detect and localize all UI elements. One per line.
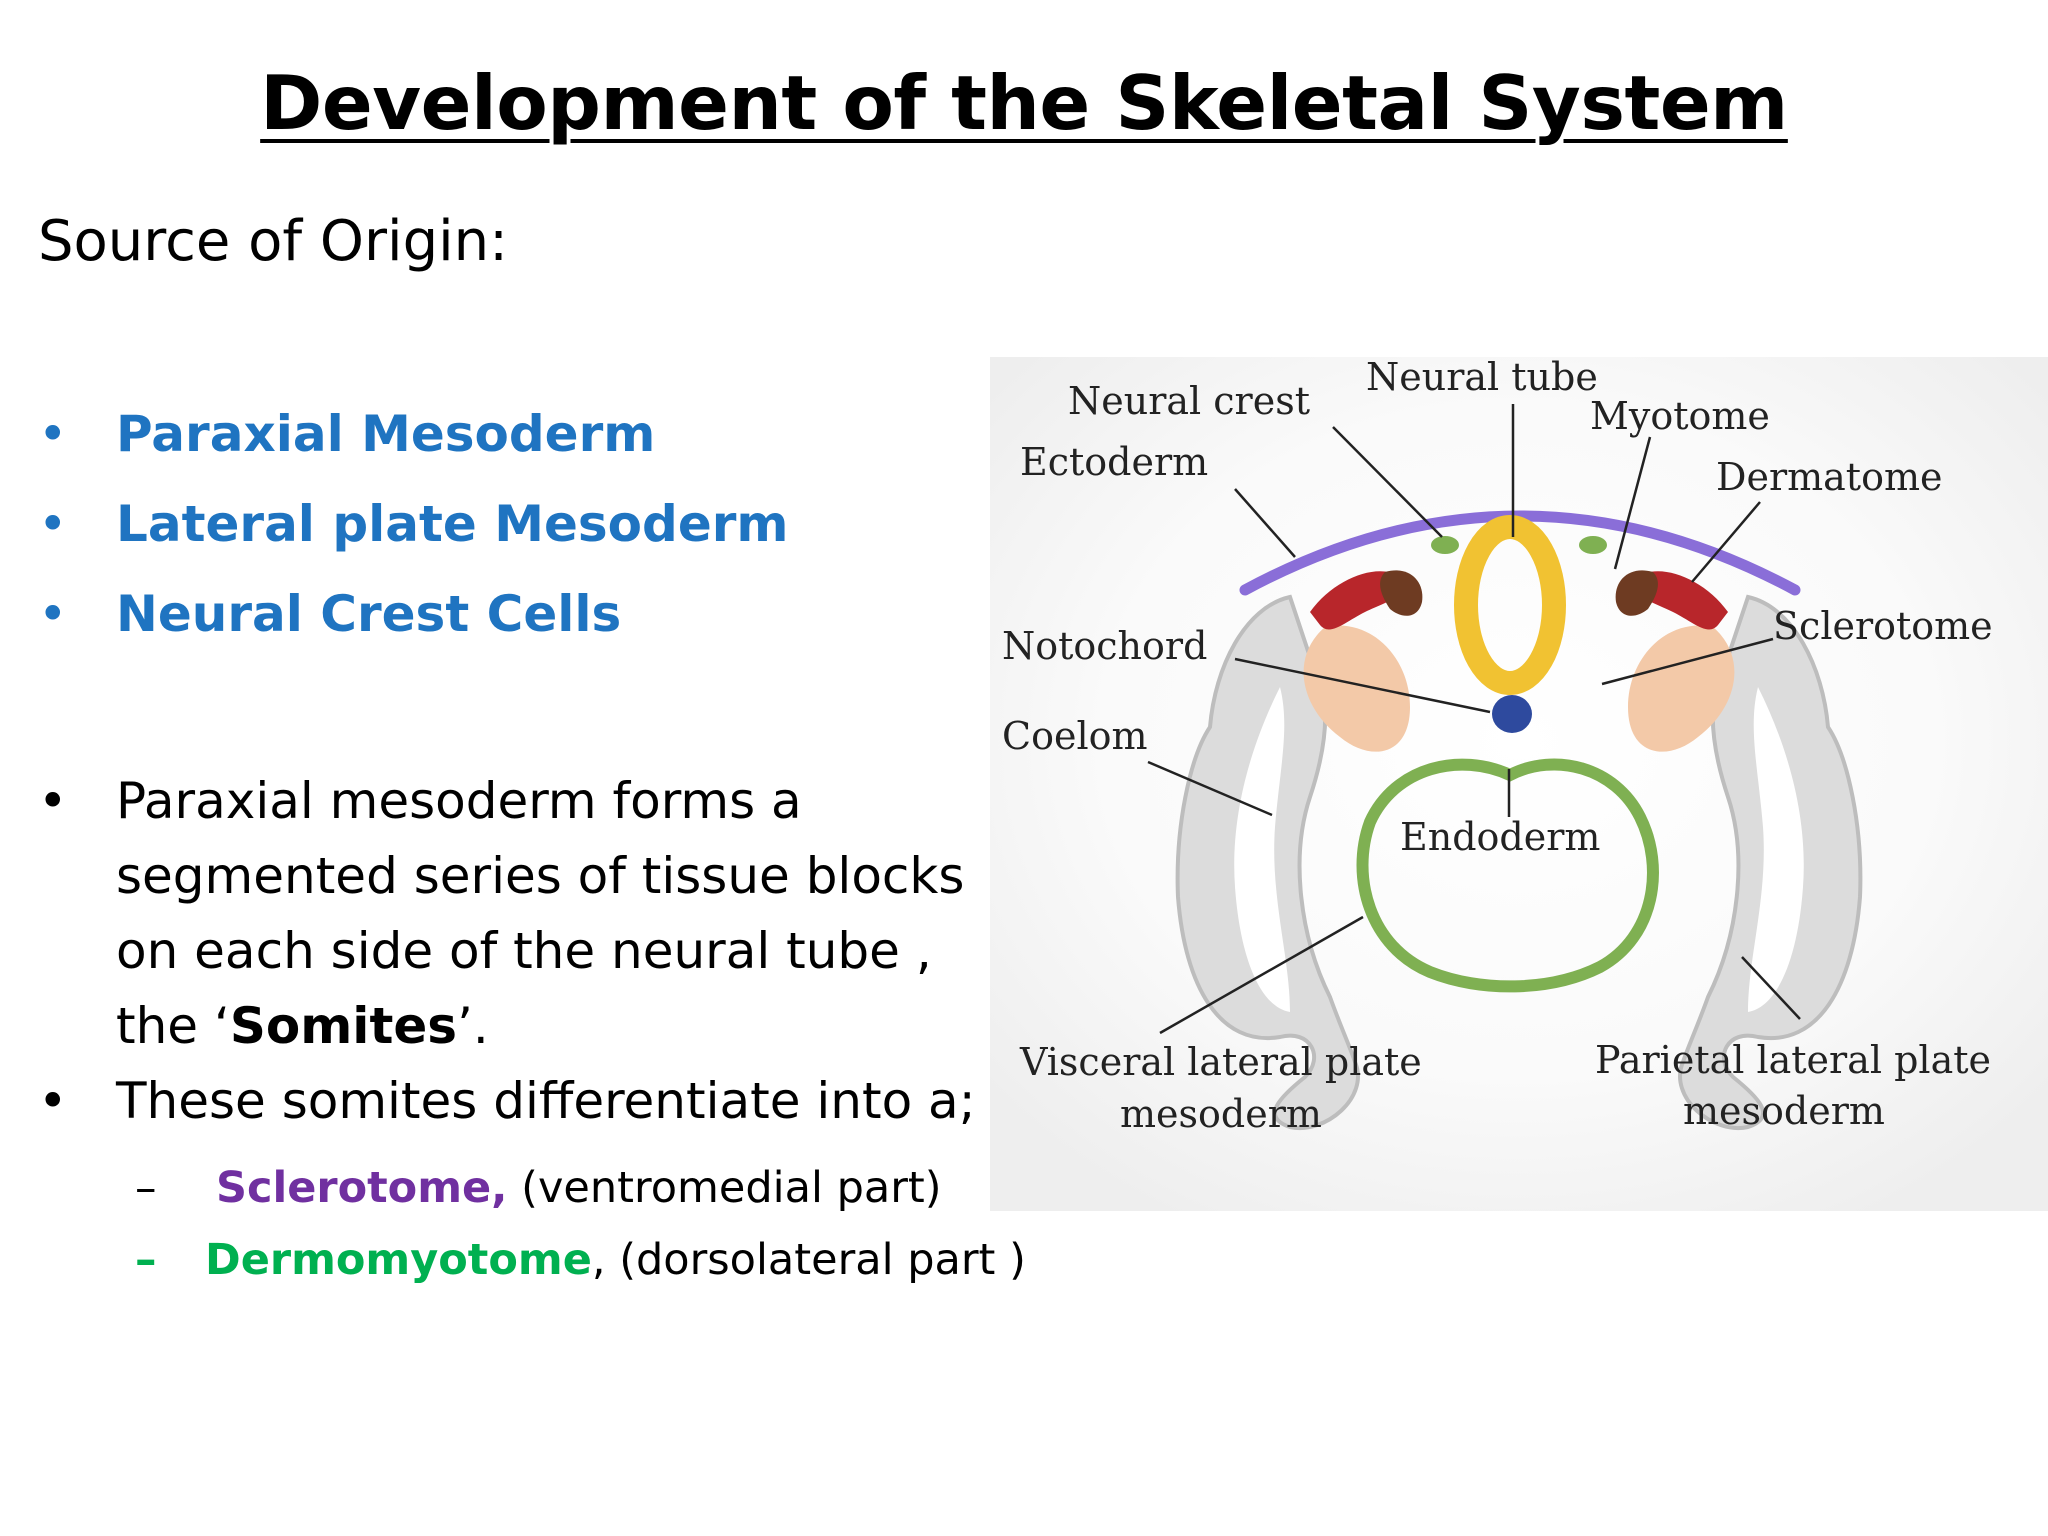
dash-icon: –	[135, 1163, 157, 1213]
right-neural-crest	[1579, 536, 1607, 554]
subpoint-sclerotome: – Sclerotome, (ventromedial part)	[135, 1163, 942, 1215]
right-dermatome	[1635, 571, 1728, 630]
somites-term: Somites	[229, 997, 458, 1055]
leader-notochord	[1234, 657, 1491, 714]
neural-tube	[1454, 515, 1566, 695]
bullet-icon: •	[38, 772, 68, 830]
sclerotome-desc: (ventromedial part)	[507, 1163, 942, 1213]
left-coelom	[1234, 687, 1290, 1012]
label-neural-crest: Neural crest	[1068, 379, 1310, 423]
origin-item: • Paraxial Mesoderm	[38, 403, 789, 493]
label-parietal-line2: mesoderm	[1683, 1089, 1885, 1133]
endoderm	[1356, 758, 1659, 993]
leader-parietal	[1741, 956, 1801, 1020]
leader-dermatome	[1691, 501, 1761, 583]
origin-label: Lateral plate Mesoderm	[116, 495, 789, 553]
point-somites: • Paraxial mesoderm forms a segmented ser…	[38, 764, 998, 1064]
point-differentiate: • These somites differentiate into a;	[38, 1064, 998, 1139]
label-visceral-line1: Visceral lateral plate	[1019, 1040, 1422, 1084]
leader-myotome	[1613, 436, 1652, 570]
origin-list: • Paraxial Mesoderm • Lateral plate Mesode…	[38, 403, 789, 673]
bullet-icon: •	[38, 585, 68, 643]
label-visceral-line2: mesoderm	[1120, 1092, 1322, 1136]
point-text: These somites differentiate into a;	[116, 1072, 976, 1130]
origin-item: • Neural Crest Cells	[38, 583, 789, 673]
point-text-end: ’.	[457, 997, 489, 1055]
origin-label: Neural Crest Cells	[116, 585, 622, 643]
label-coelom: Coelom	[1002, 714, 1148, 758]
dermomyotome-term: Dermomyotome	[205, 1235, 592, 1285]
right-myotome	[1615, 570, 1658, 616]
bullet-icon: •	[38, 1072, 68, 1130]
origin-item: • Lateral plate Mesoderm	[38, 493, 789, 583]
diagram-background	[990, 357, 2048, 1211]
left-dermatome	[1310, 571, 1403, 630]
subpoint-dermomyotome: –Dermomyotome, (dorsolateral part )	[135, 1235, 1026, 1287]
bullet-icon: •	[38, 495, 68, 553]
left-neural-crest	[1431, 536, 1459, 554]
subtitle: Source of Origin:	[38, 209, 509, 274]
ectoderm	[1239, 510, 1801, 596]
bullet-icon: •	[38, 405, 68, 463]
left-sclerotome	[1303, 625, 1410, 752]
dash-icon: –	[135, 1235, 157, 1285]
notochord	[1492, 695, 1532, 733]
slide-title: Development of the Skeletal System	[260, 59, 1788, 147]
label-ectoderm: Ectoderm	[1020, 440, 1208, 484]
leader-visceral	[1159, 915, 1364, 1035]
label-parietal-line1: Parietal lateral plate	[1595, 1038, 1991, 1082]
leader-ectoderm	[1234, 488, 1296, 558]
leader-sclerotome	[1601, 637, 1774, 686]
right-coelom	[1748, 687, 1804, 1012]
label-myotome: Myotome	[1590, 394, 1770, 438]
points-list: • Paraxial mesoderm forms a segmented ser…	[38, 764, 998, 1139]
dermomyotome-desc: , (dorsolateral part )	[591, 1235, 1026, 1285]
somite-cross-section-diagram: Neural crest Neural tube Myotome Ectoder…	[990, 357, 2048, 1211]
label-endoderm: Endoderm	[1400, 815, 1600, 859]
origin-label: Paraxial Mesoderm	[116, 405, 656, 463]
left-myotome	[1380, 570, 1423, 616]
point-text: Paraxial mesoderm forms a segmented seri…	[116, 772, 965, 1055]
leader-neural-crest	[1332, 426, 1443, 538]
label-notochord: Notochord	[1002, 624, 1207, 668]
label-neural-tube: Neural tube	[1366, 357, 1598, 399]
sclerotome-term: Sclerotome,	[216, 1163, 508, 1213]
label-dermatome: Dermatome	[1716, 455, 1942, 499]
label-sclerotome: Sclerotome	[1773, 604, 1993, 648]
leader-coelom	[1147, 760, 1273, 817]
